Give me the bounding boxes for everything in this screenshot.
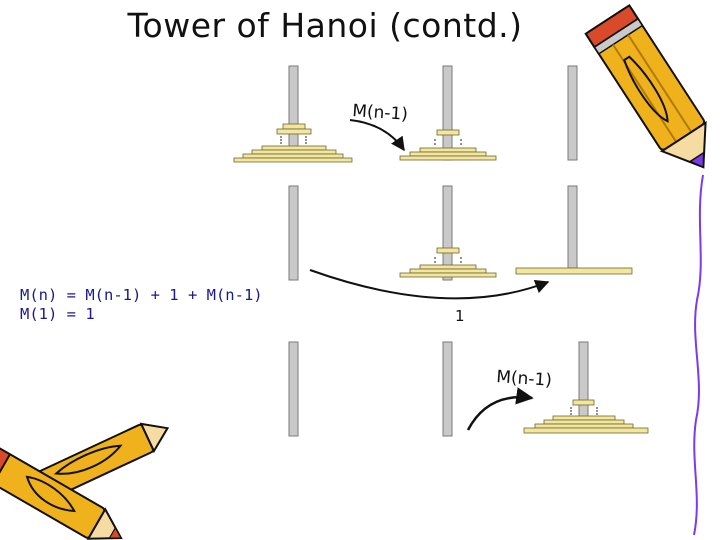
- disk-stack-full-row-3: [523, 399, 649, 434]
- disk-stack-full-row-1: [233, 123, 353, 163]
- row-1-towers: M(n-1): [233, 65, 578, 163]
- largest-disk-row-2: [515, 267, 633, 275]
- move-label-step-1: M(n-1): [352, 101, 409, 125]
- peg-2-row-2: [442, 185, 453, 281]
- peg-1-row-3: [288, 341, 299, 437]
- move-label-step-3: M(n-1): [496, 367, 553, 391]
- move-label-step-2: 1: [455, 307, 465, 325]
- row-3-towers: M(n-1): [288, 341, 649, 437]
- base-case-formula: M(1) = 1: [20, 305, 95, 323]
- pencil-icon-bottom-left: [0, 445, 123, 540]
- peg-3-row-1: [567, 65, 578, 161]
- move-arrow-step-2: [309, 269, 550, 300]
- peg-2-row-3: [442, 341, 453, 437]
- move-arrow-step-1: [349, 119, 405, 152]
- peg-1-row-2: [288, 185, 299, 281]
- move-arrow-step-3: [466, 387, 534, 431]
- slide-title: Tower of Hanoi (contd.): [127, 6, 523, 45]
- peg-3-row-3: [578, 341, 589, 425]
- row-2-towers: 1: [288, 185, 633, 325]
- recurrence-formula: M(n) = M(n-1) + 1 + M(n-1): [20, 286, 263, 304]
- disk-stack-partial-row-2: [399, 247, 497, 278]
- decorative-border-scribble: [693, 174, 704, 536]
- peg-2-row-1: [442, 65, 453, 161]
- peg-3-row-2: [567, 185, 578, 269]
- disk-stack-partial-row-1: [399, 129, 497, 161]
- pencil-icon-top-right: [584, 4, 707, 169]
